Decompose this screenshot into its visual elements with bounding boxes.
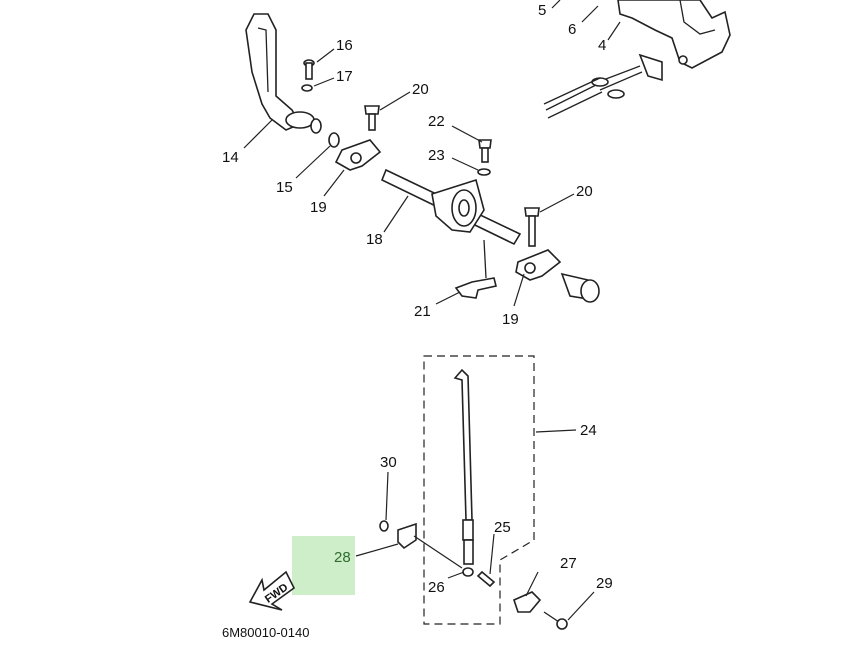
connector-28 xyxy=(397,522,417,550)
callout-labels: 5 6 4 16 17 14 15 20 19 22 23 18 20 21 1… xyxy=(222,2,613,596)
pin-25 xyxy=(476,570,496,588)
bolt-16 xyxy=(303,59,315,80)
callout-19-lower: 19 xyxy=(502,311,519,328)
callout-17: 17 xyxy=(336,68,353,85)
bolt-20-right xyxy=(524,207,540,247)
callout-20-upper: 20 xyxy=(412,81,429,98)
callout-27: 27 xyxy=(560,555,577,572)
bolt-20-left xyxy=(364,105,380,131)
bracket-assembly xyxy=(543,0,731,119)
callout-24: 24 xyxy=(580,422,597,439)
shift-shaft-18 xyxy=(380,168,522,246)
callout-23: 23 xyxy=(428,147,445,164)
callout-5: 5 xyxy=(538,2,546,19)
collar-19-right xyxy=(515,249,562,281)
nut-30 xyxy=(379,520,389,532)
collar-19-left xyxy=(334,139,382,171)
callout-25: 25 xyxy=(494,519,511,536)
bracket-21 xyxy=(454,277,497,299)
washer-17 xyxy=(301,84,313,92)
knob xyxy=(560,272,600,303)
clip-27 xyxy=(513,591,542,613)
callout-30: 30 xyxy=(380,454,397,471)
callout-4: 4 xyxy=(598,37,606,54)
callout-6: 6 xyxy=(568,21,576,38)
callout-26: 26 xyxy=(428,579,445,596)
callout-20-lower: 20 xyxy=(576,183,593,200)
callout-16: 16 xyxy=(336,37,353,54)
shift-lever xyxy=(245,13,322,134)
screw-29 xyxy=(543,611,568,630)
o-ring-15 xyxy=(328,132,340,148)
callout-21: 21 xyxy=(414,303,431,320)
callout-29: 29 xyxy=(596,575,613,592)
callout-22: 22 xyxy=(428,113,445,130)
rod-assembly-box xyxy=(423,355,535,625)
washer-23 xyxy=(477,168,491,176)
highlight-box xyxy=(292,536,355,595)
callout-14: 14 xyxy=(222,149,239,166)
fwd-arrow-icon: FWD xyxy=(248,570,296,611)
leader-lines xyxy=(243,48,595,621)
bolt-22 xyxy=(478,139,492,163)
callout-18: 18 xyxy=(366,231,383,248)
callout-19-upper: 19 xyxy=(310,199,327,216)
callout-28: 28 xyxy=(334,549,351,566)
diagram-code: 6M80010-0140 xyxy=(222,625,309,640)
linkage-rod xyxy=(453,368,474,577)
callout-15: 15 xyxy=(276,179,293,196)
